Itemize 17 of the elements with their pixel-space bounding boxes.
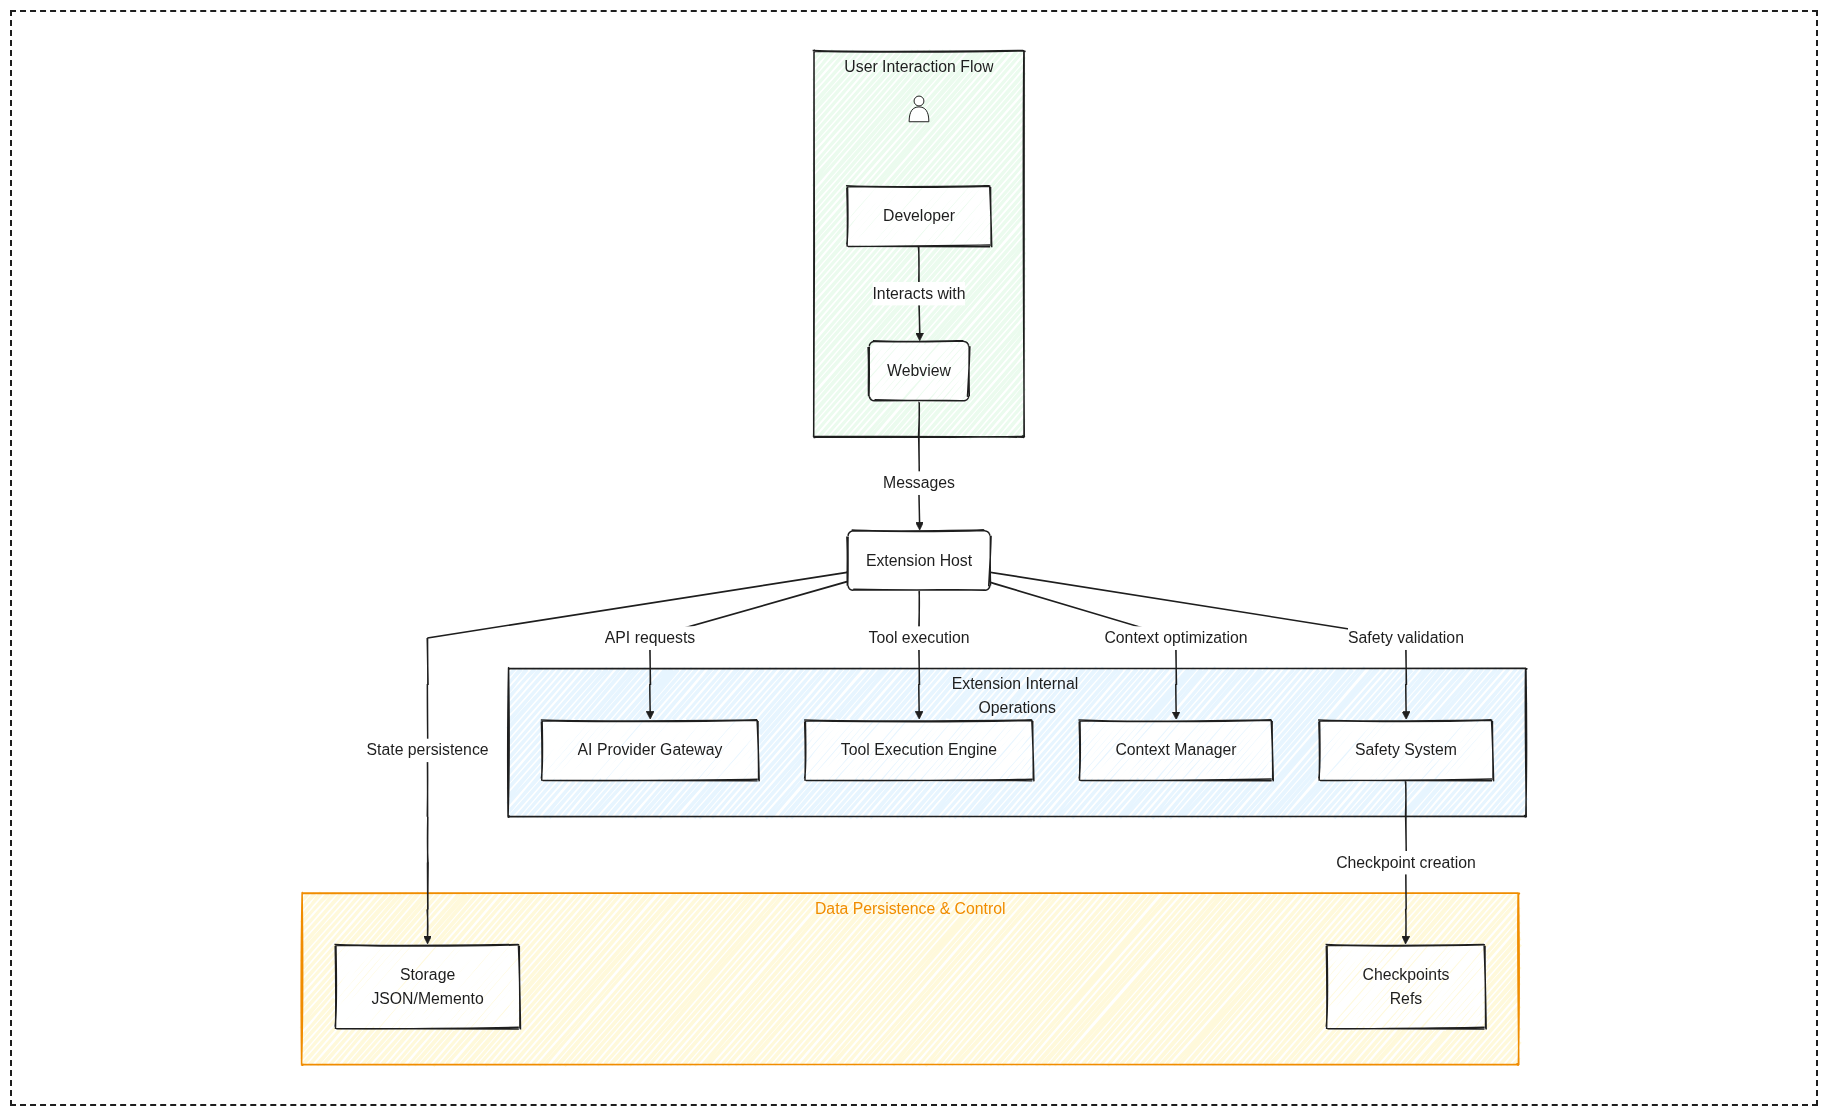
edge-label: Tool execution xyxy=(868,629,970,646)
edge-label: Interacts with xyxy=(872,284,966,302)
node-text: Safety System xyxy=(1355,741,1457,759)
node-text: Webview xyxy=(887,362,951,380)
node-text: Checkpoints Refs xyxy=(1362,966,1450,1007)
node-text: Extension Host xyxy=(865,551,973,569)
edge-label: Checkpoint creation xyxy=(1336,853,1476,871)
node-text: Developer xyxy=(882,207,955,225)
node-text: Tool Execution Engine xyxy=(840,741,998,759)
edge-label: Messages xyxy=(883,474,955,491)
edge-label: Safety validation xyxy=(1348,629,1464,646)
edge-label: API requests xyxy=(604,629,696,646)
node-text: Storage JSON/Memento xyxy=(371,966,484,1007)
edge-label: Context optimization xyxy=(1104,629,1248,646)
node-text: AI Provider Gateway xyxy=(577,741,723,759)
edge-label: State persistence xyxy=(366,741,489,759)
node-text: Context Manager xyxy=(1115,741,1237,759)
